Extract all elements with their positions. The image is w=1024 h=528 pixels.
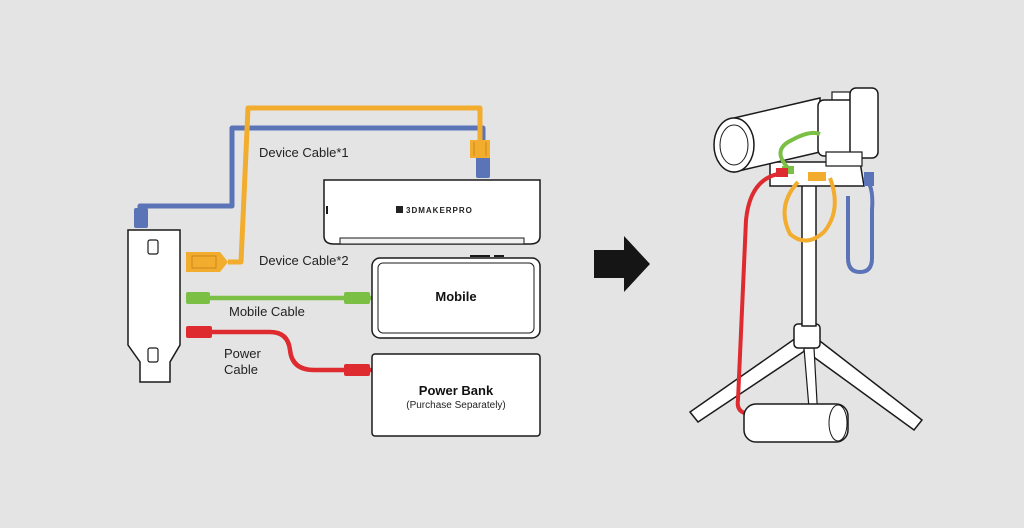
mobile-label: Mobile bbox=[435, 289, 477, 304]
power-bank-label: Power Bank bbox=[418, 383, 494, 398]
mobile-device bbox=[371, 255, 541, 339]
scanner-brand-logo: 3DMAKERPRO bbox=[406, 206, 473, 215]
mobile-cable-label: Mobile Cable bbox=[229, 304, 305, 319]
arrow-right-icon bbox=[594, 236, 650, 292]
device-cable-1 bbox=[134, 125, 490, 228]
power-bank-note: (Purchase Separately) bbox=[406, 400, 506, 411]
device-cable-2-label: Device Cable*2 bbox=[259, 253, 349, 268]
power-bank-device bbox=[371, 353, 541, 437]
power-cable-label-line2: Cable bbox=[224, 362, 258, 377]
device-cable-2 bbox=[186, 105, 490, 272]
hub-device bbox=[127, 229, 181, 383]
mobile-cable bbox=[186, 292, 372, 304]
power-cable bbox=[186, 326, 372, 376]
assembled-setup bbox=[688, 87, 924, 443]
power-cable-label-line1: Power bbox=[224, 346, 261, 361]
device-cable-1-label: Device Cable*1 bbox=[259, 145, 349, 160]
scanner-device bbox=[323, 179, 541, 245]
